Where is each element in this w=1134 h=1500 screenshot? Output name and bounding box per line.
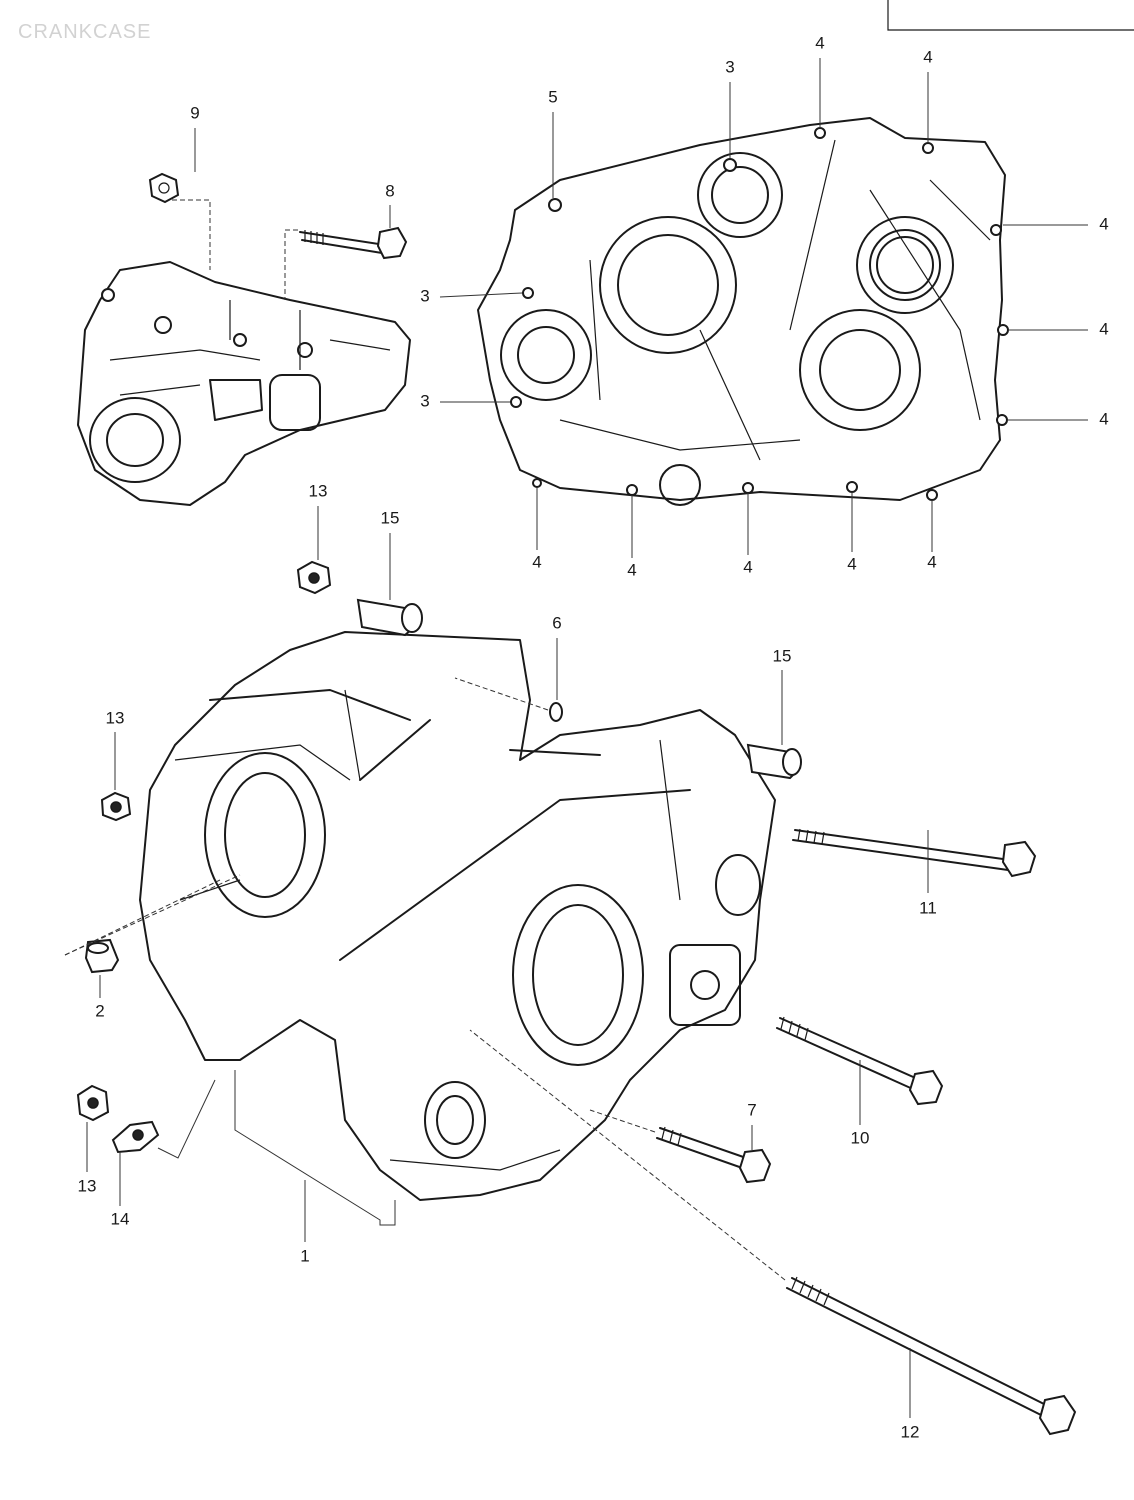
diagram-title: CRANKCASE [18,21,151,43]
callout-12: 12 [901,1422,920,1441]
callout-15: 15 [773,646,792,665]
part-9-nut [148,172,211,270]
callout-4: 4 [927,552,936,571]
callout-5: 5 [548,87,557,106]
callout-15: 15 [381,508,400,527]
callout-4: 4 [847,554,856,573]
callout-9: 9 [190,103,199,122]
part-2-dowel [64,874,241,974]
callout-4: 4 [1099,319,1108,338]
part-13-nut-bottom [76,1084,110,1122]
callout-labels: 9 8 5 3 4 4 4 4 4 3 3 4 4 4 4 4 13 15 6 … [78,33,1109,1441]
part-14-washer-plate [111,1079,216,1159]
callout-13: 13 [106,708,125,727]
part-12-through-bolt [469,1029,1077,1436]
callout-3: 3 [725,57,734,76]
corner-box [887,0,1134,31]
part-6-o-ring [454,677,563,722]
callout-3: 3 [420,391,429,410]
part-8-stud-bolt [284,226,408,300]
callout-4: 4 [743,557,752,576]
part-10-bolt [776,1016,944,1106]
callout-4: 4 [815,33,824,52]
part-15-dowel-pin-right [746,743,802,780]
part-11-long-bolt [792,828,1037,878]
part-15-dowel-pin-top [356,598,423,637]
crankcase-upper-half-part [77,261,411,506]
callout-3: 3 [420,286,429,305]
callout-13: 13 [78,1176,97,1195]
callout-2: 2 [95,1001,104,1020]
callout-10: 10 [851,1128,870,1147]
callout-6: 6 [552,613,561,632]
callout-4: 4 [923,47,932,66]
callout-7: 7 [747,1100,756,1119]
callout-leaders [86,58,1088,1418]
callout-11: 11 [919,898,937,917]
callout-4: 4 [532,552,541,571]
callout-4: 4 [1099,214,1108,233]
part-7-bolt [589,1109,772,1184]
part-1-crankcase-assembly [139,631,776,1226]
part-13-nut-top [296,560,332,595]
crankcase-right-half-part [477,117,1009,506]
part-13-nut-middle [100,791,132,822]
callout-8: 8 [385,181,394,200]
callout-4: 4 [627,560,636,579]
callout-4: 4 [1099,409,1108,428]
callout-1: 1 [300,1246,309,1265]
callout-14: 14 [111,1209,130,1228]
callout-13: 13 [309,481,328,500]
